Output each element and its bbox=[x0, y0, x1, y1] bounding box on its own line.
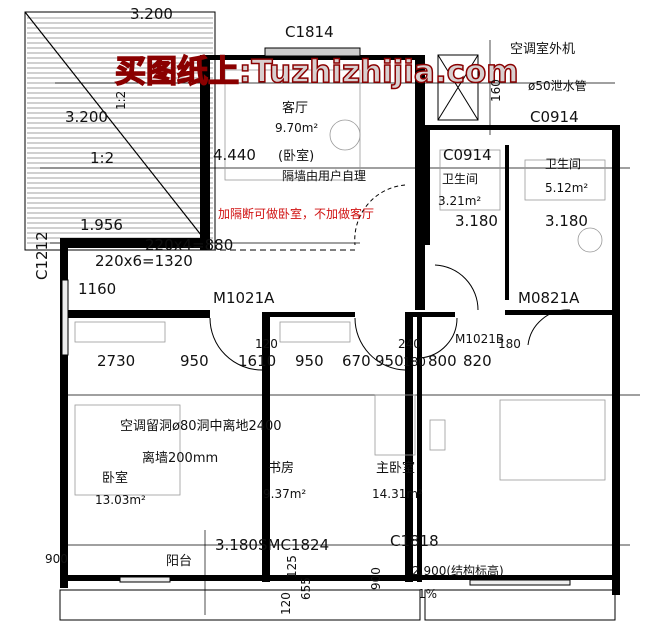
dim-160: 160 bbox=[489, 79, 503, 102]
dim-655: 655 bbox=[299, 577, 313, 600]
doors bbox=[209, 184, 571, 371]
room-bath2-area: 5.12m² bbox=[545, 181, 588, 195]
dim-800: 800 bbox=[428, 352, 457, 370]
window-c1818: C1818 bbox=[390, 532, 439, 550]
dim-stair-1320: 220x6=1320 bbox=[95, 252, 193, 270]
dim-stair-880: 220x4=880 bbox=[145, 236, 233, 254]
grid-lines bbox=[40, 40, 640, 615]
door-m1021a: M1021A bbox=[213, 289, 275, 307]
ac-hole-note: 空调留洞ø80洞中离地2400 bbox=[120, 418, 282, 434]
room-living-name: 客厅 bbox=[282, 100, 308, 116]
dim-900a: 900 bbox=[45, 552, 68, 566]
room-bath1-name: 卫生间 bbox=[442, 172, 478, 186]
room-living-area: 9.70m² bbox=[275, 121, 318, 135]
dim-120: 120 bbox=[255, 337, 278, 351]
level-stair: 1.956 bbox=[80, 216, 123, 234]
structural-level: 2.900(结构标高) bbox=[412, 563, 504, 578]
room-study-area: 9.37m² bbox=[263, 487, 306, 501]
window-lines bbox=[59, 47, 616, 621]
dim-950c: 950 bbox=[375, 352, 404, 370]
roof-slope-1: 1:2 bbox=[114, 91, 128, 110]
room-study-name: 书房 bbox=[268, 460, 294, 476]
room-bedroom-name: 卧室 bbox=[102, 470, 128, 486]
dim-900b: 900 bbox=[369, 567, 383, 590]
window-c0914-a: C0914 bbox=[530, 108, 579, 126]
level-top: 3.200 bbox=[130, 5, 173, 23]
red-note: 加隔断可做卧室，不加做客厅 bbox=[218, 206, 374, 221]
dim-1160: 1160 bbox=[78, 280, 116, 298]
partition-note: 隔墙由用户自理 bbox=[282, 168, 366, 183]
window-c0914-b: C0914 bbox=[443, 146, 492, 164]
ac-unit-label: 空调室外机 bbox=[510, 41, 575, 57]
dim-950b: 950 bbox=[295, 352, 324, 370]
ac-hole-note-2: 离墙200mm bbox=[142, 450, 218, 466]
slope-1-percent: 1% bbox=[418, 587, 437, 601]
dim-120b: 120 bbox=[279, 592, 293, 615]
door-smc1824: SMC1824 bbox=[258, 536, 329, 554]
furniture bbox=[74, 69, 606, 496]
dim-125: 125 bbox=[285, 555, 299, 578]
roof-slope-2: 1:2 bbox=[90, 149, 114, 167]
level-living: 4.440 bbox=[213, 146, 256, 164]
room-balcony-name: 阳台 bbox=[166, 554, 192, 569]
drain-pipe-label: ø50泄水管 bbox=[528, 78, 587, 93]
room-master-area: 14.31m² bbox=[372, 487, 423, 501]
dim-1610: 1610 bbox=[238, 352, 276, 370]
room-bath1-area: 3.21m² bbox=[438, 194, 481, 208]
room-master-name: 主卧室 bbox=[376, 460, 415, 476]
watermark: 买图纸上:Tuzhizhijia.com bbox=[115, 54, 519, 90]
door-m0821a: M0821A bbox=[518, 289, 580, 307]
dim-670: 670 bbox=[342, 352, 371, 370]
walls bbox=[60, 55, 620, 595]
room-bath2-name: 卫生间 bbox=[545, 157, 581, 171]
room-bedroom-area: 13.03m² bbox=[95, 493, 146, 507]
level-bath2: 3.180 bbox=[545, 212, 588, 230]
door-m1021b: M1021B bbox=[455, 332, 504, 346]
dim-240: 240 bbox=[398, 337, 421, 351]
level-roof: 3.200 bbox=[65, 108, 108, 126]
dim-180a: 180 bbox=[498, 337, 521, 351]
level-bath1: 3.180 bbox=[455, 212, 498, 230]
dim-2730: 2730 bbox=[97, 352, 135, 370]
dim-820: 820 bbox=[463, 352, 492, 370]
dim-950a: 950 bbox=[180, 352, 209, 370]
level-balcony: 3.180 bbox=[215, 536, 258, 554]
labels: 3.200 C1814 空调室外机 ø50泄水管 160 客厅 9.70m² 3… bbox=[33, 5, 588, 615]
window-c1212: C1212 bbox=[33, 231, 51, 280]
room-living-alt: (卧室) bbox=[278, 148, 314, 164]
window-c1814: C1814 bbox=[285, 23, 334, 41]
dim-180b: 180 bbox=[403, 355, 426, 369]
roof-hatch bbox=[24, 11, 216, 251]
